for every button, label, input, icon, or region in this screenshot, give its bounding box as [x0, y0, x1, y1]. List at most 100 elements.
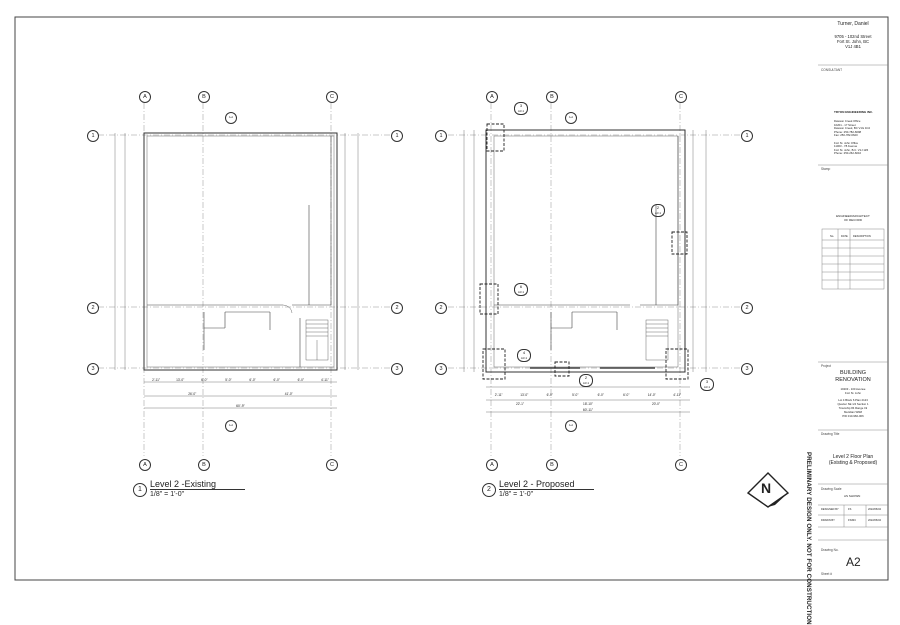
grid-bubble-2: 2: [435, 302, 447, 314]
existing-view-scale: 1/8" = 1'-0": [150, 491, 185, 498]
grid-bubble-c: C: [326, 91, 338, 103]
section-tag: A-A: [565, 420, 577, 432]
grid-bubble-2: 2: [741, 302, 753, 314]
existing-dim-text: 6'-0": [249, 378, 256, 382]
drawing-title-label: Drawing Title: [821, 432, 840, 436]
consultant-line: Fort St. John, B.C. V1J 1Z6: [834, 147, 869, 152]
revision-header-description: DESCRIPTION: [853, 235, 871, 238]
north-arrow-letter: N: [761, 480, 772, 496]
proposed-subdim-text: 22'-1": [515, 402, 525, 406]
grid-bubble-1: 1: [87, 130, 99, 142]
proposed-subdim-text: 18'-10": [583, 402, 593, 406]
proposed-dim-text: 5'-0": [572, 393, 579, 397]
consultant-line: Fort St. John Office: [834, 140, 859, 145]
north-arrow: [746, 472, 790, 508]
existing-plan: [98, 103, 390, 456]
designed-label: DESIGNED BY: [821, 508, 839, 511]
drawing-title-2: (Existing & Proposed): [828, 460, 878, 466]
existing-subdim-text: 26'-0": [188, 392, 197, 396]
grid-bubble-3: 3: [391, 363, 403, 375]
consultant-name: TRYON ENGINEERING INC.: [834, 110, 874, 114]
proposed-title-underline: [499, 489, 594, 490]
consultant-line: 10201 - 17 Street: [834, 122, 856, 127]
project-line: 10203 - 100 Avenue: [840, 387, 866, 391]
section-tag: A-A: [225, 112, 237, 124]
grid-bubble-c: C: [326, 459, 338, 471]
grid-bubble-2: 2: [87, 302, 99, 314]
existing-dim-text: 6'-0": [273, 378, 280, 382]
proposed-dim-text: 6'-0": [546, 393, 553, 397]
grid-bubble-b: B: [198, 459, 210, 471]
existing-overall-dim: 60'-9": [236, 404, 245, 408]
project-line: Meridian W6M: [843, 409, 863, 414]
owner-address-3: V1J 4B1: [845, 44, 861, 49]
consultant-line: Dawson Creek, BC V1G 4C2: [834, 126, 871, 131]
existing-dim-text: 4'-11": [320, 378, 329, 382]
existing-view-title: Level 2 -Existing: [150, 479, 217, 489]
proposed-view-number: 2: [482, 483, 496, 497]
stamp-label: Stamp: [821, 167, 831, 171]
disclaimer-vertical-text: PRELIMINARY DESIGN ONLY. NOT FOR CONSTRU…: [805, 452, 812, 625]
grid-bubble-2: 2: [391, 302, 403, 314]
proposed-view-scale: 1/8" = 1'-0": [499, 491, 534, 498]
callout-tag: 2: [651, 204, 665, 211]
floor-plan-drawing: [14, 16, 889, 581]
grid-bubble-b: B: [198, 91, 210, 103]
proposed-dim-text: 14'-0": [647, 393, 656, 397]
callout-tag: 4: [517, 349, 531, 356]
drawn-label: DRAWN BY: [821, 519, 835, 522]
existing-title-underline: [150, 489, 245, 490]
consultant-line: Phone: 250-782-6698: [834, 129, 862, 134]
grid-bubble-1: 1: [435, 130, 447, 142]
drawn-date: 2022/06/04: [868, 519, 881, 522]
grid-bubble-b: B: [546, 91, 558, 103]
grid-bubble-b: B: [546, 459, 558, 471]
proposed-dim-text: 13'-0": [520, 393, 529, 397]
consultant-line: Phone: 250-262-6010: [834, 151, 862, 156]
project-name-1: BUILDING: [840, 370, 866, 376]
project-label: Project: [821, 364, 831, 368]
project-name-2: RENOVATION: [835, 377, 871, 383]
project-line: Township 84 Range 19: [838, 406, 868, 410]
existing-dim-text: 6'-0": [297, 378, 304, 382]
callout-tag: 3: [514, 102, 528, 109]
existing-dim-text: 13'-0": [176, 378, 185, 382]
section-tag: A-A: [225, 420, 237, 432]
consultant-line: Dawson Creek Office: [834, 119, 861, 123]
grid-bubble-a: A: [486, 459, 498, 471]
grid-bubble-c: C: [675, 459, 687, 471]
existing-dim-text: 6'-0": [201, 378, 208, 382]
grid-bubble-c: C: [675, 91, 687, 103]
existing-dim-text: 5'-0": [225, 378, 232, 382]
project-line: Quarter SE 1/4 Section 1: [837, 402, 869, 407]
drawn-by: FS/MC: [848, 519, 857, 522]
grid-bubble-a: A: [139, 91, 151, 103]
project-line: Fort St. John: [844, 390, 861, 395]
designed-date: 2022/06/04: [868, 508, 881, 511]
consultant-label: CONSULTANT: [821, 68, 843, 72]
project-line: Lot 4 Block 6 Plan 2123: [838, 398, 868, 403]
consultant-line: Fax: 250-782-6620: [834, 133, 858, 138]
owner-address-2: Fort St. John, BC: [836, 39, 870, 44]
drawing-scale-label: Drawing Scale: [821, 487, 842, 491]
drawing-no-label: Drawing No.: [821, 548, 839, 552]
drawing-title-1: Level 2 Floor Plan: [832, 454, 874, 460]
title-block-lines: [818, 64, 888, 541]
existing-view-number: 1: [133, 483, 147, 497]
engineer-line-1: ENGINEER/ARCHITECT: [836, 214, 870, 218]
drawing-scale: AS SHOWN: [844, 494, 861, 498]
proposed-dim-text: 2'-11": [494, 393, 503, 397]
sheet-label: Sheet #: [821, 572, 832, 576]
revision-header-no: No.: [830, 235, 835, 238]
grid-bubble-a: A: [139, 459, 151, 471]
grid-bubble-3: 3: [741, 363, 753, 375]
designed-by: FS: [848, 508, 852, 511]
callout-tag: 6: [514, 283, 528, 290]
proposed-view-title: Level 2 - Proposed: [499, 479, 575, 489]
existing-subdim-text: 41'-0": [284, 392, 293, 396]
project-line: PID 010-960-006: [842, 413, 864, 418]
owner-name: Turner, Daniel: [837, 21, 869, 27]
grid-bubble-3: 3: [435, 363, 447, 375]
proposed-plan: [448, 103, 740, 456]
